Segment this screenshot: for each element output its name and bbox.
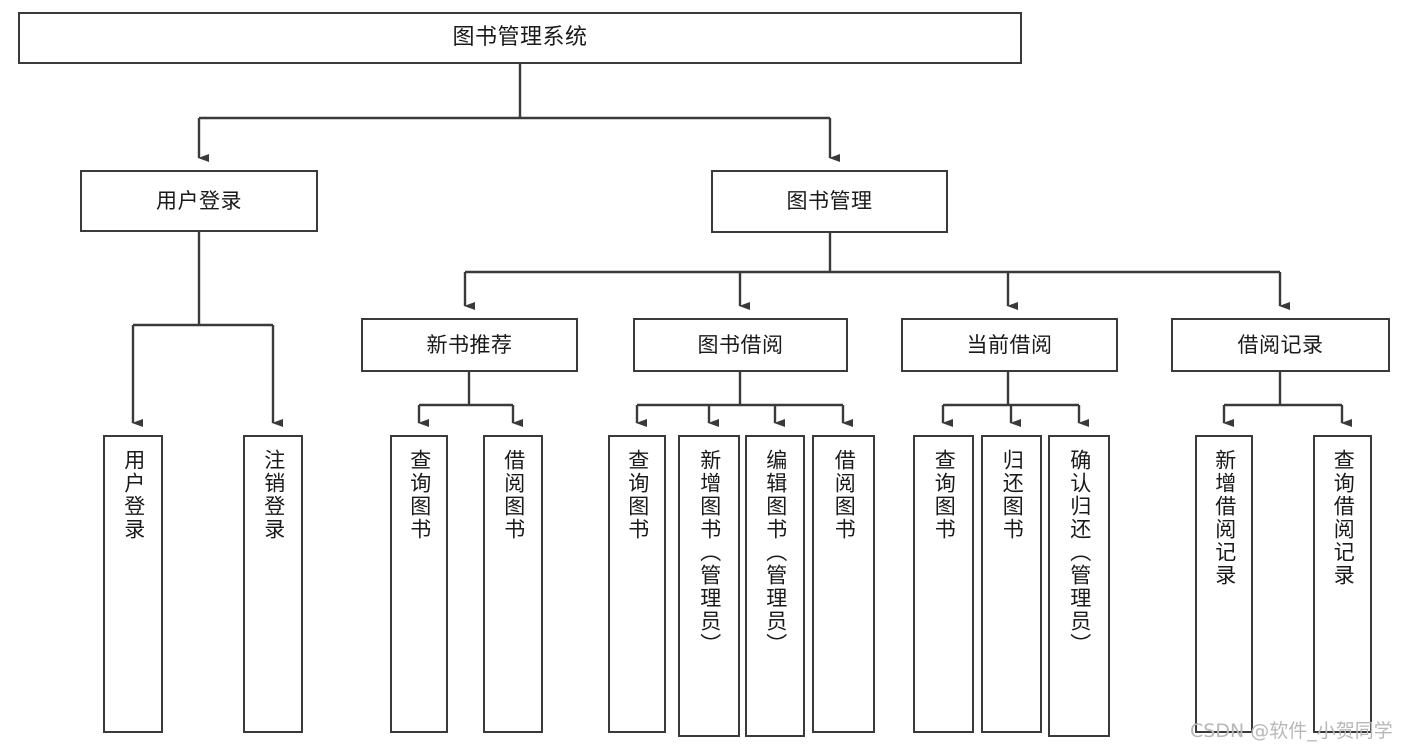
leaf-query-books-borrow-label: 查询图书 xyxy=(625,449,650,541)
leaf-edit-book-admin[interactable]: 编辑图书（管理员） xyxy=(745,435,805,737)
leaf-add-book-admin-label: 新增图书（管理员） xyxy=(697,449,722,656)
node-book-management-label: 图书管理 xyxy=(786,189,873,214)
leaf-borrow-books-label: 借阅图书 xyxy=(832,449,857,541)
leaf-query-books-current[interactable]: 查询图书 xyxy=(913,435,974,733)
node-current-borrowing-label: 当前借阅 xyxy=(966,332,1053,357)
leaf-borrow-books-rec[interactable]: 借阅图书 xyxy=(483,435,543,733)
leaf-confirm-return-admin-label: 确认归还（管理员） xyxy=(1067,449,1092,656)
node-new-book-recommendation[interactable]: 新书推荐 xyxy=(361,318,578,372)
leaf-query-borrow-record[interactable]: 查询借阅记录 xyxy=(1313,435,1372,733)
leaf-logout[interactable]: 注销登录 xyxy=(243,435,303,733)
node-user-login-label: 用户登录 xyxy=(156,188,242,213)
leaf-query-books-borrow[interactable]: 查询图书 xyxy=(608,435,666,733)
leaf-user-login[interactable]: 用户登录 xyxy=(103,435,163,733)
leaf-query-borrow-record-label: 查询借阅记录 xyxy=(1331,449,1356,587)
leaf-return-books[interactable]: 归还图书 xyxy=(981,435,1042,733)
node-borrowing-record[interactable]: 借阅记录 xyxy=(1171,318,1390,372)
leaf-user-login-label: 用户登录 xyxy=(121,449,146,541)
node-book-borrowing[interactable]: 图书借阅 xyxy=(633,318,848,372)
leaf-add-borrow-record-label: 新增借阅记录 xyxy=(1212,449,1237,587)
node-borrowing-record-label: 借阅记录 xyxy=(1237,332,1324,357)
leaf-edit-book-admin-label: 编辑图书（管理员） xyxy=(763,449,788,656)
leaf-query-books-rec-label: 查询图书 xyxy=(407,449,432,541)
node-root-label: 图书管理系统 xyxy=(452,25,588,51)
leaf-confirm-return-admin[interactable]: 确认归还（管理员） xyxy=(1048,435,1110,737)
node-new-book-recommendation-label: 新书推荐 xyxy=(426,332,513,357)
leaf-add-borrow-record[interactable]: 新增借阅记录 xyxy=(1195,435,1253,733)
node-current-borrowing[interactable]: 当前借阅 xyxy=(901,318,1118,372)
leaf-query-books-current-label: 查询图书 xyxy=(932,449,957,541)
leaf-return-books-label: 归还图书 xyxy=(1000,449,1025,541)
node-user-login[interactable]: 用户登录 xyxy=(80,170,318,232)
leaf-logout-label: 注销登录 xyxy=(261,449,286,541)
leaf-borrow-books[interactable]: 借阅图书 xyxy=(812,435,875,733)
node-root[interactable]: 图书管理系统 xyxy=(18,12,1022,64)
leaf-borrow-books-rec-label: 借阅图书 xyxy=(501,449,526,541)
csdn-watermark: CSDN @软件_小贺同学 xyxy=(1190,720,1393,742)
node-book-borrowing-label: 图书借阅 xyxy=(697,332,784,357)
leaf-add-book-admin[interactable]: 新增图书（管理员） xyxy=(678,435,740,737)
node-book-management[interactable]: 图书管理 xyxy=(711,170,948,233)
leaf-query-books-rec[interactable]: 查询图书 xyxy=(390,435,448,733)
